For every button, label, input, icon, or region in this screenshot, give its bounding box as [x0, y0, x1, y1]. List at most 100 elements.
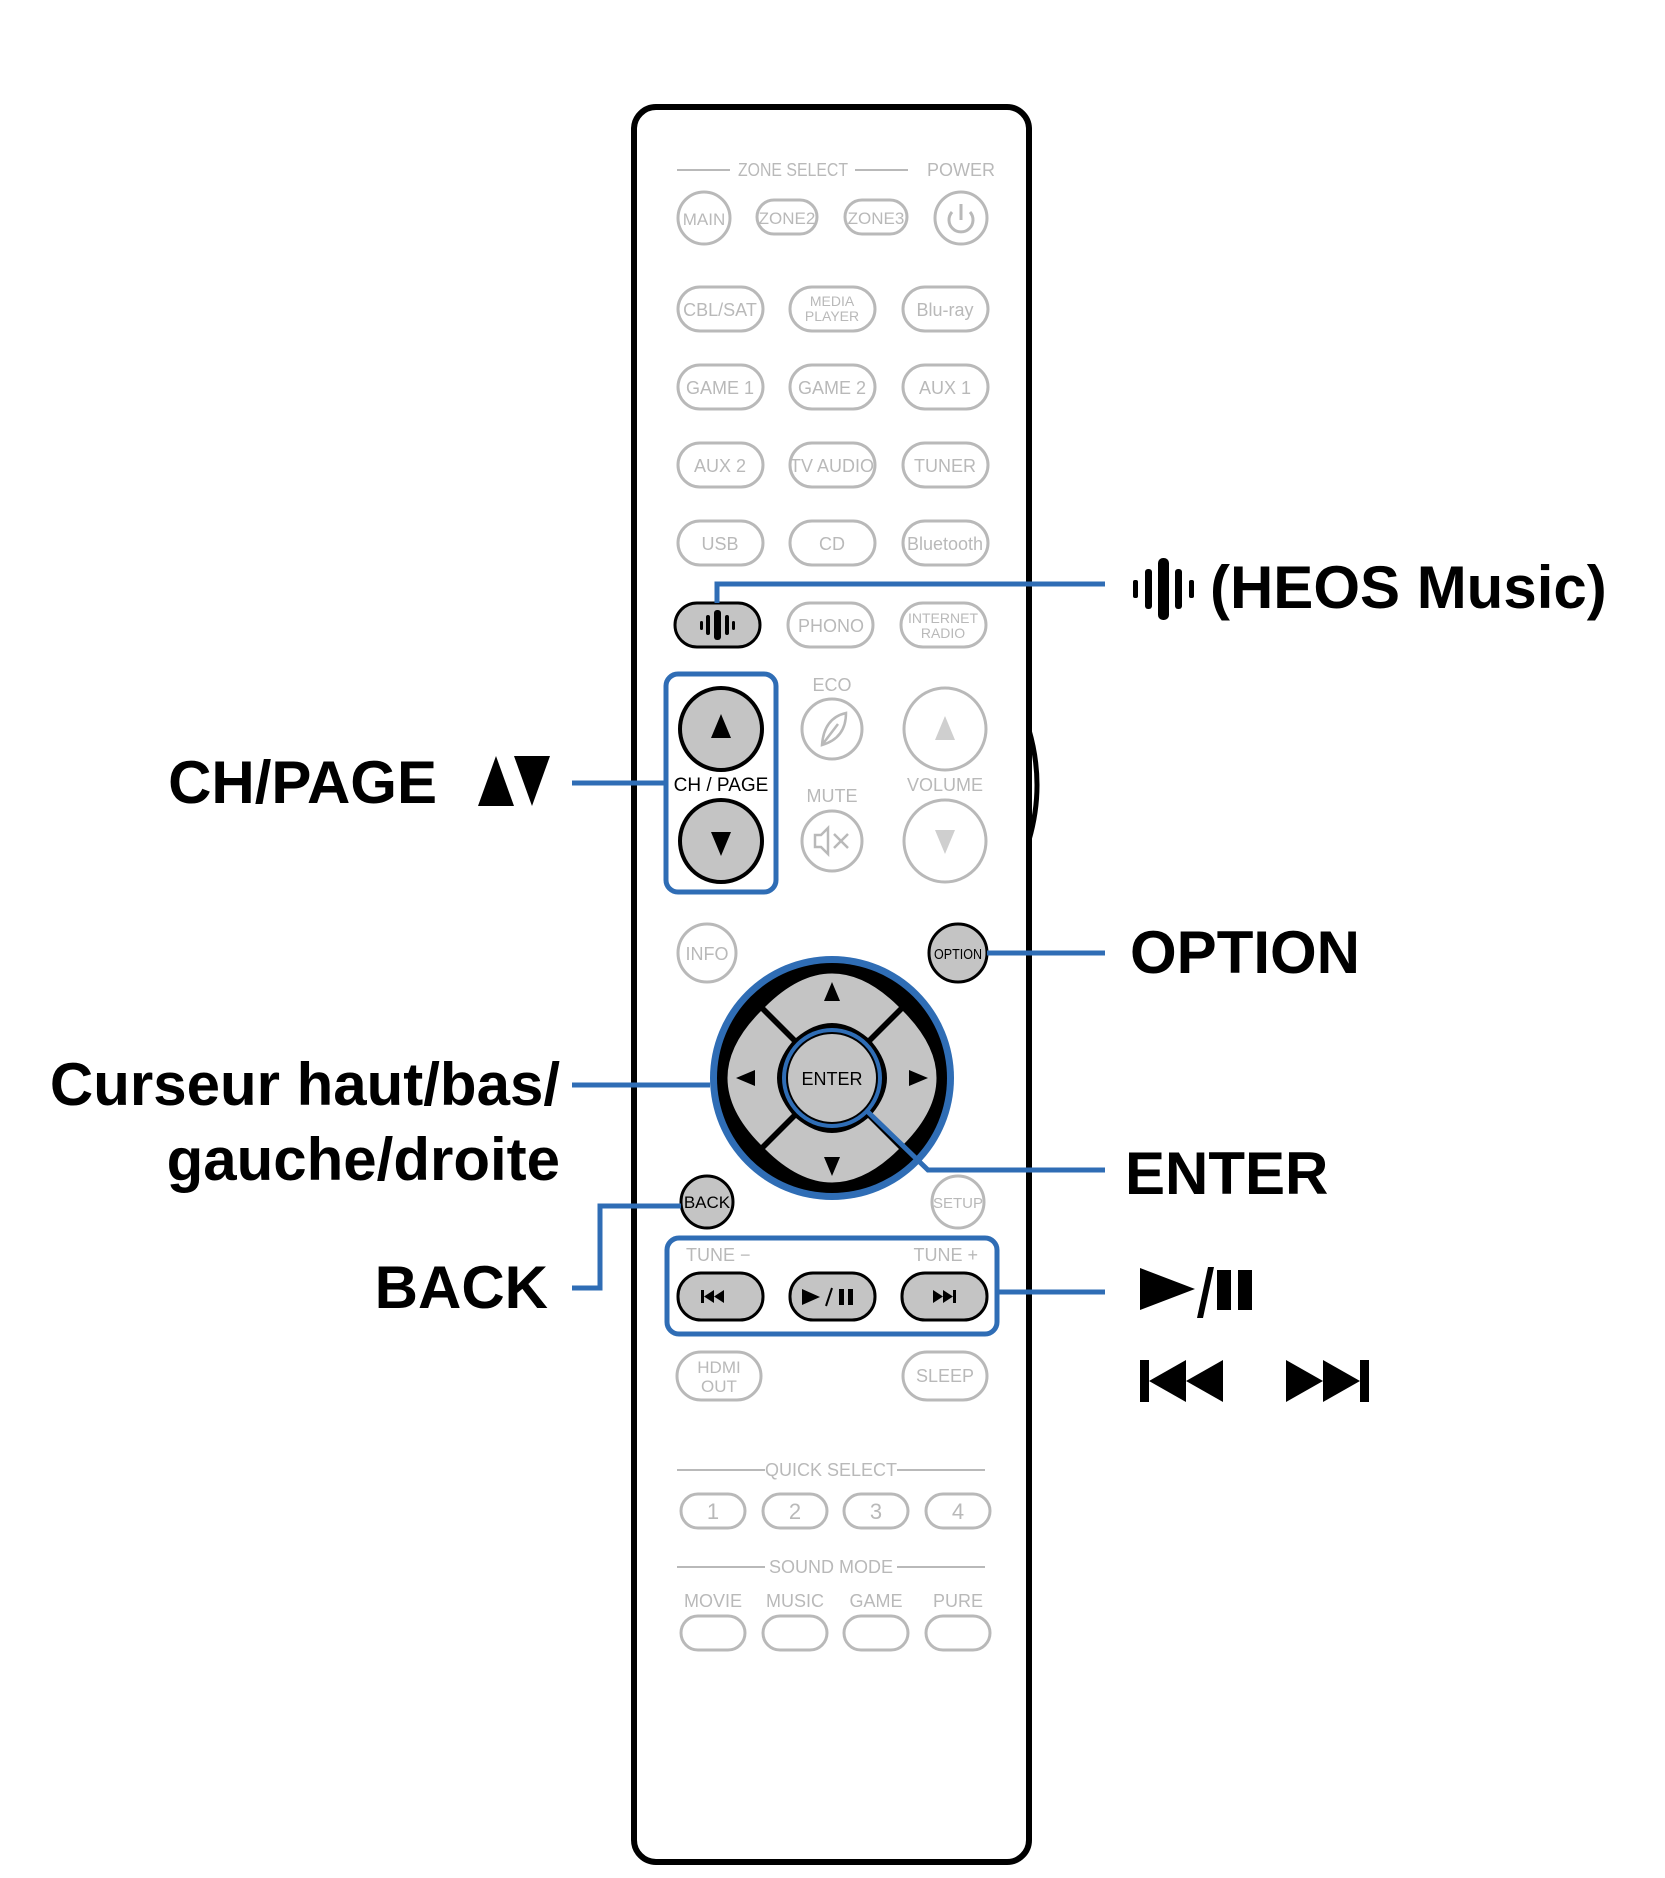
sound-mode-music-button[interactable] — [761, 1614, 829, 1652]
heos-callout: (HEOS Music) — [1210, 554, 1607, 621]
enter-leader-line — [866, 1110, 1105, 1173]
tv-audio-label: TV AUDIO — [790, 456, 874, 476]
aux-1-button[interactable]: AUX 1 — [901, 363, 990, 411]
skip-previous-icon — [701, 1290, 724, 1303]
power-icon — [947, 204, 975, 234]
triangle-up-icon — [935, 716, 955, 740]
volume-down-button[interactable] — [902, 798, 988, 884]
mute-label: MUTE — [807, 786, 858, 806]
internet-radio-button[interactable]: INTERNET RADIO — [899, 601, 988, 649]
ch-page-label: CH / PAGE — [674, 775, 769, 796]
skip-previous-button[interactable] — [676, 1271, 765, 1322]
volume-up-button[interactable] — [902, 686, 988, 772]
heos-icon — [700, 610, 735, 640]
info-label: INFO — [686, 944, 729, 964]
power-label: POWER — [927, 160, 995, 180]
skip-callout-icons — [1140, 1360, 1369, 1402]
phono-button[interactable]: PHONO — [786, 601, 875, 649]
volume-label: VOLUME — [907, 775, 983, 795]
cursor-up-button[interactable] — [765, 973, 899, 1039]
sleep-label: SLEEP — [916, 1366, 974, 1386]
blu-ray-button[interactable]: Blu-ray — [901, 285, 990, 333]
sound-mode-game-label: GAME — [849, 1591, 902, 1611]
aux-2-label: AUX 2 — [694, 456, 746, 476]
sleep-button[interactable]: SLEEP — [901, 1350, 989, 1402]
usb-label: USB — [701, 534, 738, 554]
game-1-label: GAME 1 — [686, 378, 754, 398]
mute-button[interactable] — [800, 809, 864, 873]
tune-minus-label: TUNE − — [686, 1245, 751, 1265]
ch-page-callout: CH/PAGE — [168, 749, 437, 816]
quick-select-4-label: 4 — [952, 1499, 964, 1524]
zone2-button[interactable]: ZONE2 — [755, 198, 819, 236]
quick-select-2-button[interactable]: 2 — [761, 1492, 829, 1530]
internet-radio-label-line1: INTERNET — [908, 610, 978, 626]
heos-music-button[interactable] — [673, 601, 762, 649]
mute-icon — [813, 824, 849, 858]
skip-next-button[interactable] — [900, 1271, 989, 1322]
bluetooth-button[interactable]: Bluetooth — [901, 519, 990, 567]
media-player-label-line2: PLAYER — [805, 308, 859, 324]
game-1-button[interactable]: GAME 1 — [676, 363, 765, 411]
info-button[interactable]: INFO — [676, 922, 738, 984]
cbl-sat-button[interactable]: CBL/SAT — [676, 285, 765, 333]
power-button[interactable] — [933, 190, 989, 246]
sound-mode-movie-button[interactable] — [679, 1614, 747, 1652]
cursor-callout-line1: Curseur haut/bas/ — [50, 1051, 560, 1118]
back-button[interactable]: BACK — [679, 1174, 735, 1230]
zone3-label: ZONE3 — [848, 209, 905, 228]
quick-select-3-button[interactable]: 3 — [842, 1492, 910, 1530]
hdmi-out-label-line1: HDMI — [697, 1358, 740, 1377]
tuner-button[interactable]: TUNER — [901, 441, 990, 489]
setup-label: SETUP — [933, 1195, 983, 1212]
cd-label: CD — [819, 534, 845, 554]
quick-select-1-button[interactable]: 1 — [679, 1492, 747, 1530]
aux-1-label: AUX 1 — [919, 378, 971, 398]
internet-radio-label-line2: RADIO — [921, 625, 965, 641]
skip-next-icon — [933, 1290, 956, 1303]
triangle-down-icon — [711, 832, 731, 856]
transport-highlight-box — [664, 1235, 1000, 1337]
sound-mode-game-button[interactable] — [842, 1614, 910, 1652]
quick-select-4-button[interactable]: 4 — [924, 1492, 992, 1530]
game-2-label: GAME 2 — [798, 378, 866, 398]
ch-page-up-button[interactable] — [678, 686, 764, 772]
sound-mode-pure-button[interactable] — [924, 1614, 992, 1652]
usb-button[interactable]: USB — [676, 519, 765, 567]
cd-button[interactable]: CD — [788, 519, 877, 567]
sound-mode-label: SOUND MODE — [769, 1557, 893, 1577]
option-label: OPTION — [934, 946, 982, 963]
leaf-icon — [820, 711, 848, 747]
sound-mode-music-label: MUSIC — [766, 1591, 824, 1611]
zone3-button[interactable]: ZONE3 — [843, 198, 909, 236]
enter-button[interactable]: ENTER — [782, 1028, 882, 1128]
triangle-right-icon — [909, 1070, 928, 1086]
option-button[interactable]: OPTION — [927, 922, 989, 984]
triangle-up-icon — [478, 756, 514, 806]
enter-label: ENTER — [801, 1069, 862, 1089]
aux-2-button[interactable]: AUX 2 — [676, 441, 765, 489]
setup-button[interactable]: SETUP — [930, 1174, 986, 1230]
ch-page-down-button[interactable] — [678, 798, 764, 884]
play-pause-button[interactable] — [788, 1271, 877, 1322]
back-label: BACK — [684, 1193, 731, 1212]
main-zone-button[interactable]: MAIN — [676, 190, 732, 246]
cbl-sat-label: CBL/SAT — [683, 300, 757, 320]
cursor-left-button[interactable] — [727, 1011, 793, 1145]
skip-next-icon — [1286, 1360, 1369, 1402]
quick-select-buttons: 1 2 3 4 — [679, 1492, 992, 1530]
hdmi-out-button[interactable]: HDMI OUT — [675, 1350, 763, 1402]
game-2-button[interactable]: GAME 2 — [788, 363, 877, 411]
triangle-down-icon — [935, 830, 955, 854]
remote-side-bump — [1026, 729, 1040, 841]
phono-label: PHONO — [798, 616, 864, 636]
quick-select-2-label: 2 — [789, 1499, 801, 1524]
eco-button[interactable] — [800, 697, 864, 761]
tune-plus-label: TUNE + — [913, 1245, 978, 1265]
cursor-right-button[interactable] — [872, 1011, 937, 1145]
tv-audio-button[interactable]: TV AUDIO — [788, 441, 877, 489]
cursor-down-button[interactable] — [765, 1118, 899, 1183]
